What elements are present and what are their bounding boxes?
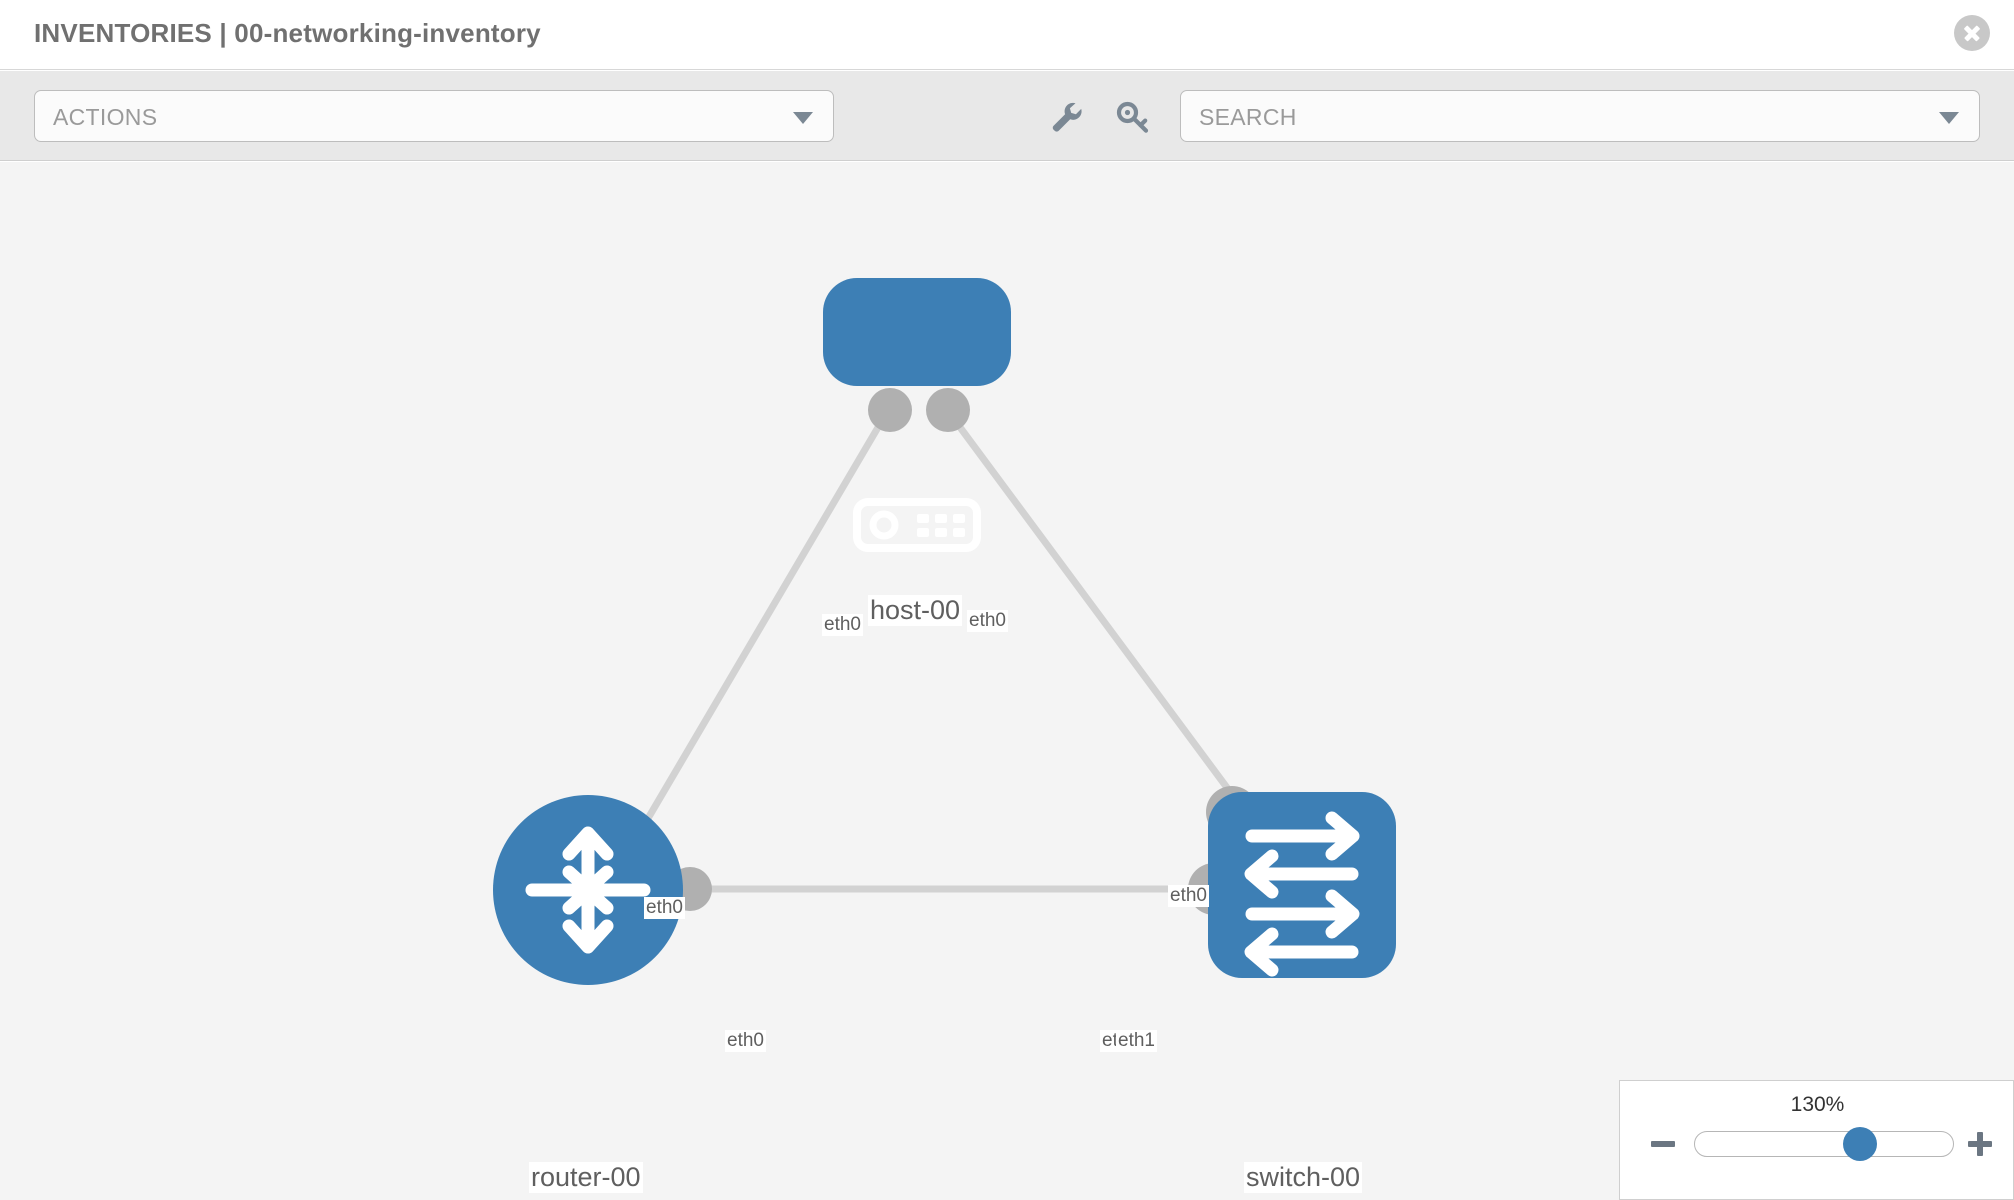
key-icon[interactable] bbox=[1113, 97, 1153, 137]
actions-dropdown-label: ACTIONS bbox=[53, 104, 158, 130]
node-switch-00 bbox=[1208, 792, 1396, 978]
connector-host-right bbox=[926, 388, 970, 432]
router-arrows-icon bbox=[525, 826, 651, 954]
zoom-slider-track[interactable] bbox=[1694, 1131, 1954, 1157]
actions-dropdown[interactable]: ACTIONS bbox=[34, 90, 834, 142]
edge-label-switch-left: eth1 bbox=[1116, 1030, 1157, 1052]
topology-canvas[interactable]: eth0 eth0 eth0 eth0 eth0 eth0 eth1 host-… bbox=[0, 162, 2014, 1200]
node-label-router-00: router-00 bbox=[529, 1162, 643, 1193]
edge-host-router bbox=[636, 405, 894, 834]
node-router-00 bbox=[493, 795, 683, 985]
zoom-level-value: 130% bbox=[1790, 1093, 1845, 1116]
zoom-control-panel: 130% bbox=[1619, 1080, 2014, 1200]
edge-label-switch-up: eth0 bbox=[1168, 885, 1209, 907]
edge-label-router-right: eth0 bbox=[725, 1030, 766, 1052]
node-host-00 bbox=[823, 278, 1011, 552]
edge-host-switch bbox=[942, 404, 1248, 815]
zoom-out-button[interactable] bbox=[1648, 1129, 1678, 1159]
node-label-switch-00: switch-00 bbox=[1244, 1162, 1363, 1193]
chevron-down-icon bbox=[1939, 112, 1959, 124]
topology-graph bbox=[493, 278, 1396, 985]
edge-group bbox=[636, 404, 1248, 893]
toolbar: ACTIONS SEARCH bbox=[0, 71, 2014, 161]
zoom-slider-thumb[interactable] bbox=[1843, 1127, 1878, 1161]
zoom-in-button[interactable] bbox=[1965, 1129, 1995, 1159]
close-icon[interactable] bbox=[1954, 15, 1990, 51]
connector-host-left bbox=[868, 388, 912, 432]
wrench-icon[interactable] bbox=[1046, 97, 1086, 137]
page-title: INVENTORIES | 00-networking-inventory bbox=[34, 18, 541, 48]
switch-arrows-icon bbox=[1244, 811, 1360, 977]
search-placeholder: SEARCH bbox=[1199, 104, 1297, 130]
node-label-host-00: host-00 bbox=[868, 595, 963, 626]
chevron-down-icon bbox=[793, 112, 813, 124]
page-header: INVENTORIES | 00-networking-inventory bbox=[0, 0, 2014, 70]
edge-label-router-up: eth0 bbox=[644, 897, 685, 919]
search-input[interactable]: SEARCH bbox=[1180, 90, 1980, 142]
edge-label-host-left: eth0 bbox=[822, 614, 863, 636]
server-icon bbox=[853, 498, 981, 552]
edge-label-host-right: eth0 bbox=[967, 610, 1008, 632]
connector-group bbox=[668, 388, 1258, 915]
